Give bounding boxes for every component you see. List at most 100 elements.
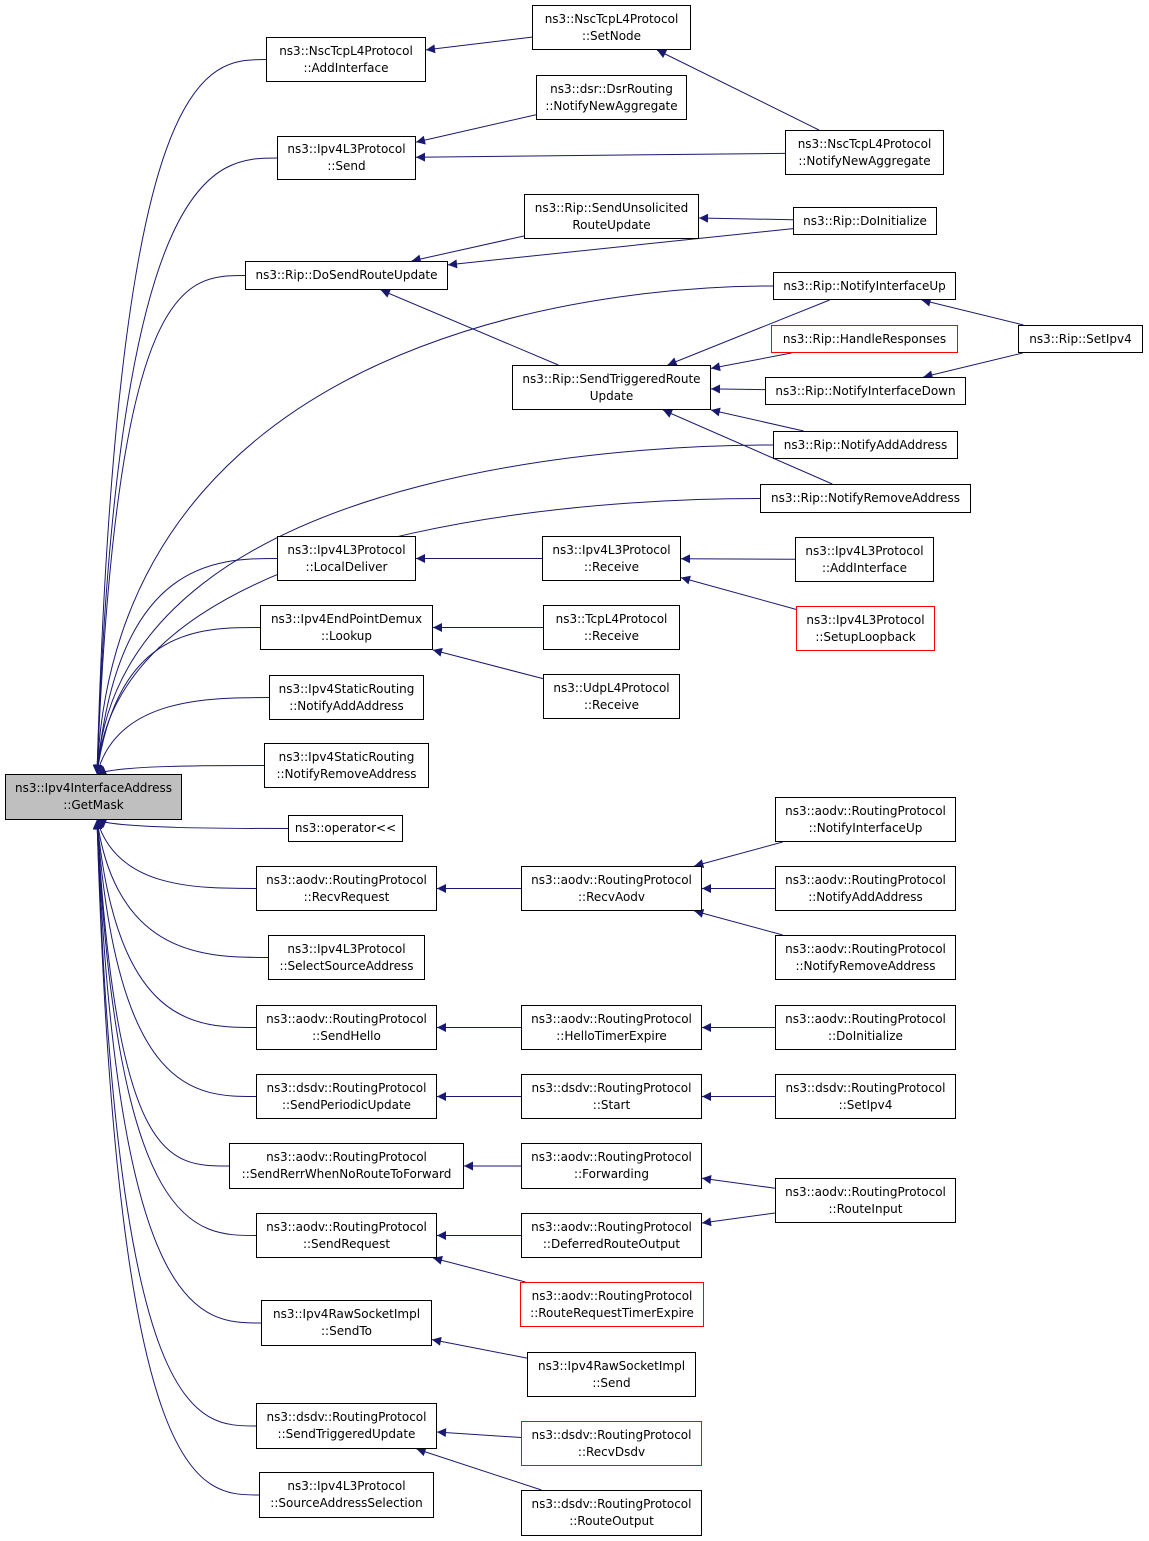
edge-dsr-notify-to-ipv4l3-send [415, 114, 537, 145]
node-raw-sendto[interactable]: ns3::Ipv4RawSocketImpl::SendTo [261, 1300, 432, 1346]
edge-raw-send-to-raw-sendto [431, 1336, 528, 1359]
node-tcp-receive[interactable]: ns3::TcpL4Protocol::Receive [543, 605, 680, 650]
edge-nsc-setnode-to-nsc-addif [425, 36, 533, 54]
node-label-line: ns3::aodv::RoutingProtocol [785, 803, 946, 818]
node-rip-handle[interactable]: ns3::Rip::HandleResponses [771, 325, 958, 353]
node-nsc-notify[interactable]: ns3::NscTcpL4Protocol::NotifyNewAggregat… [785, 130, 944, 175]
node-label-line: ::DeferredRouteOutput [542, 1236, 681, 1251]
node-aodv-doinit[interactable]: ns3::aodv::RoutingProtocol::DoInitialize [775, 1005, 956, 1050]
node-aodv-routeinput[interactable]: ns3::aodv::RoutingProtocol::RouteInput [775, 1178, 956, 1223]
node-label-line: ::Receive [583, 697, 640, 712]
node-dsdv-sendtrig[interactable]: ns3::dsdv::RoutingProtocol::SendTriggere… [256, 1403, 437, 1449]
node-rip-rmaddr[interactable]: ns3::Rip::NotifyRemoveAddress [760, 484, 971, 513]
node-label-line: ::HelloTimerExpire [556, 1028, 667, 1043]
edge-raw-sendto-to-getmask [92, 819, 262, 1324]
node-label-line: ns3::aodv::RoutingProtocol [266, 1150, 427, 1164]
node-label-line: RouteUpdate [572, 217, 651, 232]
node-rip-ifdown[interactable]: ns3::Rip::NotifyInterfaceDown [765, 377, 966, 405]
node-label-line: ns3::aodv::RoutingProtocol [785, 1011, 946, 1026]
node-rip-dosend[interactable]: ns3::Rip::DoSendRouteUpdate [245, 261, 448, 290]
node-label-line: ::SendPeriodicUpdate [281, 1097, 412, 1112]
node-label-line: ns3::Ipv4InterfaceAddress [15, 781, 172, 795]
edge-rip-setipv4-to-rip-ifdown [923, 352, 1023, 380]
node-label-line: ns3::UdpL4Protocol [553, 680, 670, 695]
node-ipv4l3-receive[interactable]: ns3::Ipv4L3Protocol::Receive [542, 536, 681, 581]
node-aodv-sendreq[interactable]: ns3::aodv::RoutingProtocol::SendRequest [256, 1213, 437, 1258]
node-ipv4l3-addif[interactable]: ns3::Ipv4L3Protocol::AddInterface [795, 537, 934, 582]
node-aodv-deferred[interactable]: ns3::aodv::RoutingProtocol::DeferredRout… [521, 1213, 702, 1258]
node-ipv4l3-localdeliver[interactable]: ns3::Ipv4L3Protocol::LocalDeliver [277, 536, 416, 581]
node-aodv-recvaodv[interactable]: ns3::aodv::RoutingProtocol::RecvAodv [521, 866, 702, 911]
node-udp-receive[interactable]: ns3::UdpL4Protocol::Receive [543, 674, 680, 719]
node-static-rmaddr[interactable]: ns3::Ipv4StaticRouting::NotifyRemoveAddr… [264, 743, 429, 788]
node-label-line: ns3::Rip::NotifyRemoveAddress [771, 491, 960, 505]
node-operator-ll[interactable]: ns3::operator<< [288, 815, 403, 842]
node-ipv4l3-send[interactable]: ns3::Ipv4L3Protocol::Send [277, 136, 416, 180]
node-nsc-setnode[interactable]: ns3::NscTcpL4Protocol::SetNode [532, 5, 691, 50]
node-label-line: ::SetNode [581, 28, 642, 43]
node-label-line: ::SourceAddressSelection [270, 1496, 423, 1510]
node-aodv-recvreq[interactable]: ns3::aodv::RoutingProtocol::RecvRequest [256, 866, 437, 911]
node-aodv-ifup[interactable]: ns3::aodv::RoutingProtocol::NotifyInterf… [775, 797, 956, 842]
node-label-line: ns3::aodv::RoutingProtocol [266, 872, 427, 887]
node-ipv4l3-setuploop[interactable]: ns3::Ipv4L3Protocol::SetupLoopback [796, 606, 935, 651]
node-ipv4l3-selsrc[interactable]: ns3::Ipv4L3Protocol::SelectSourceAddress [268, 935, 425, 980]
node-aodv-addaddr[interactable]: ns3::aodv::RoutingProtocol::NotifyAddAdd… [775, 866, 956, 911]
node-label-line: ::NotifyNewAggregate [545, 98, 678, 113]
node-static-addaddr[interactable]: ns3::Ipv4StaticRouting::NotifyAddAddress [269, 675, 424, 720]
node-label-line: ns3::aodv::RoutingProtocol [531, 872, 692, 887]
node-raw-send[interactable]: ns3::Ipv4RawSocketImpl::Send [527, 1352, 696, 1397]
edge-nsc-addif-to-getmask [92, 59, 267, 775]
node-rip-ifup[interactable]: ns3::Rip::NotifyInterfaceUp [773, 272, 956, 300]
node-aodv-rrtimer[interactable]: ns3::aodv::RoutingProtocol::RouteRequest… [520, 1282, 704, 1327]
edge-operator-ll-to-getmask [96, 819, 289, 829]
node-label-line: ns3::aodv::RoutingProtocol [531, 1011, 692, 1026]
node-label-line: ns3::Ipv4L3Protocol [287, 142, 406, 156]
node-ipv4l3-srcsel[interactable]: ns3::Ipv4L3Protocol::SourceAddressSelect… [259, 1472, 434, 1518]
edge-ipv4l3-setuploop-to-ipv4l3-receive [680, 575, 797, 610]
node-epdemux-lookup[interactable]: ns3::Ipv4EndPointDemux::Lookup [260, 605, 433, 650]
node-label-line: ::RouteInput [828, 1201, 903, 1216]
node-label-line: ns3::Ipv4L3Protocol [806, 612, 925, 627]
node-label-line: ns3::dsdv::RoutingProtocol [266, 1080, 427, 1095]
node-rip-setipv4[interactable]: ns3::Rip::SetIpv4 [1018, 325, 1143, 353]
node-aodv-sendhello[interactable]: ns3::aodv::RoutingProtocol::SendHello [256, 1005, 437, 1050]
node-label-line: ns3::dsdv::RoutingProtocol [266, 1410, 427, 1424]
node-label-line: ::SelectSourceAddress [279, 958, 414, 973]
node-label-line: ns3::Rip::SendTriggeredRoute [522, 371, 701, 386]
node-label-line: ns3::dsdv::RoutingProtocol [531, 1080, 692, 1095]
edge-aodv-rrtimer-to-aodv-sendreq [432, 1255, 526, 1283]
node-label-line: ns3::Ipv4L3Protocol [552, 542, 671, 557]
node-dsdv-start[interactable]: ns3::dsdv::RoutingProtocol::Start [521, 1074, 702, 1119]
node-dsdv-recvdsdv[interactable]: ns3::dsdv::RoutingProtocol::RecvDsdv [521, 1421, 702, 1466]
node-dsr-notify[interactable]: ns3::dsr::DsrRouting::NotifyNewAggregate [536, 75, 687, 120]
node-label-line: ns3::Ipv4StaticRouting [278, 749, 415, 764]
node-dsdv-setipv4[interactable]: ns3::dsdv::RoutingProtocol::SetIpv4 [775, 1074, 956, 1119]
edge-aodv-rmaddr-to-aodv-recvaodv [694, 909, 783, 936]
node-dsdv-sendperiodic[interactable]: ns3::dsdv::RoutingProtocol::SendPeriodic… [256, 1074, 437, 1119]
node-label-line: ns3::dsr::DsrRouting [550, 81, 673, 96]
edge-rip-ifup-to-getmask [92, 285, 774, 775]
node-rip-doinit[interactable]: ns3::Rip::DoInitialize [793, 207, 937, 235]
node-label-line: ns3::NscTcpL4Protocol [279, 43, 413, 58]
edge-rip-dosend-to-getmask [92, 275, 246, 775]
node-nsc-addif[interactable]: ns3::NscTcpL4Protocol::AddInterface [266, 37, 426, 82]
node-aodv-sendrerr[interactable]: ns3::aodv::RoutingProtocol::SendRerrWhen… [229, 1143, 464, 1189]
node-rip-addaddr[interactable]: ns3::Rip::NotifyAddAddress [773, 431, 958, 459]
node-label-line: ns3::aodv::RoutingProtocol [266, 1011, 427, 1026]
node-dsdv-routeoutput[interactable]: ns3::dsdv::RoutingProtocol::RouteOutput [521, 1490, 702, 1536]
edge-rip-rmaddr-to-rip-trig [662, 409, 833, 485]
edge-rip-trig-to-rip-dosend [380, 289, 559, 366]
node-aodv-rmaddr[interactable]: ns3::aodv::RoutingProtocol::NotifyRemove… [775, 935, 956, 980]
node-aodv-hellotimer[interactable]: ns3::aodv::RoutingProtocol::HelloTimerEx… [521, 1005, 702, 1050]
node-label-line: ns3::aodv::RoutingProtocol [531, 1288, 693, 1303]
node-label-line: ns3::Rip::NotifyInterfaceDown [775, 383, 956, 398]
node-label-line: ns3::Ipv4RawSocketImpl [272, 1307, 421, 1321]
node-label-line: ::Send [592, 1375, 631, 1390]
node-aodv-forwarding[interactable]: ns3::aodv::RoutingProtocol::Forwarding [521, 1143, 702, 1189]
edge-rip-ifdown-to-rip-trig [710, 384, 766, 394]
